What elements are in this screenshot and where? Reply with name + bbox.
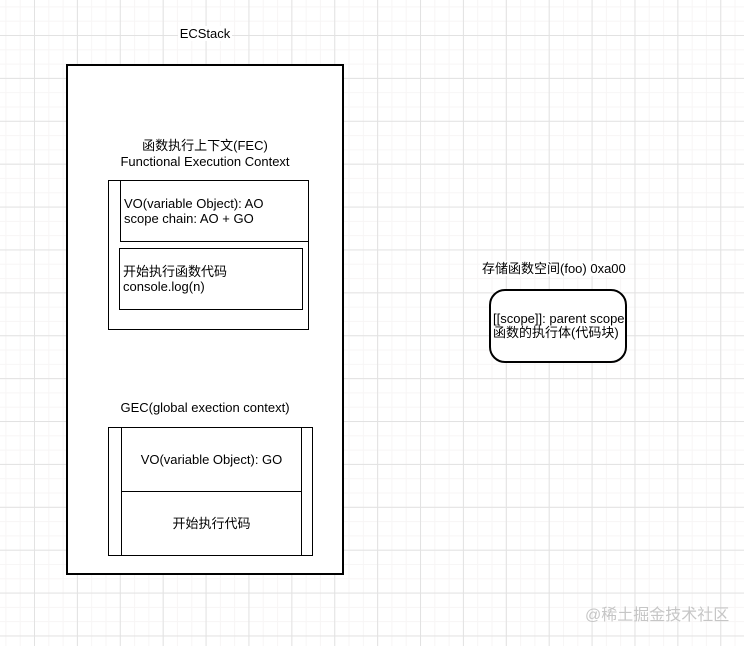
function-space-label-wrap: 存储函数空间(foo) 0xa00 [480, 261, 628, 276]
gec-exec-cell: 开始执行代码 [172, 516, 251, 531]
fec-scope-chain-line: scope chain: AO + GO [124, 211, 254, 226]
gec-inner-table: VO(variable Object): GO 开始执行代码 [121, 428, 302, 555]
function-space-label: 存储函数空间(foo) 0xa00 [480, 261, 628, 276]
gec-title: GEC(global exection context) [120, 400, 290, 415]
function-body-line: 函数的执行体(代码块) [493, 325, 619, 340]
scope-parent-line: [[scope]]: parent scope [493, 311, 625, 326]
fec-vo-cell: VO(variable Object): AO scope chain: AO … [120, 180, 309, 242]
fec-exec-line: 开始执行函数代码 [123, 264, 228, 279]
fec-exec-cell: 开始执行函数代码 console.log(n) [119, 248, 303, 310]
ecstack-label: ECStack [177, 26, 233, 41]
fec-title-en: Functional Execution Context [120, 154, 290, 169]
function-space-box: [[scope]]: parent scope 函数的执行体(代码块) [489, 289, 627, 363]
fec-title: 函数执行上下文(FEC) Functional Execution Contex… [68, 138, 342, 170]
gec-table-frame: VO(variable Object): GO 开始执行代码 [108, 427, 313, 556]
juejin-watermark: @稀土掘金技术社区 [585, 607, 730, 624]
fec-vo-line: VO(variable Object): AO [124, 196, 264, 211]
ecstack-container-box: 函数执行上下文(FEC) Functional Execution Contex… [66, 64, 344, 575]
gec-vo-cell: VO(variable Object): GO [122, 428, 301, 492]
ecstack-label-wrap: ECStack [66, 26, 344, 41]
fec-console-line: console.log(n) [123, 279, 205, 294]
fec-title-zh: 函数执行上下文(FEC) [142, 138, 268, 153]
